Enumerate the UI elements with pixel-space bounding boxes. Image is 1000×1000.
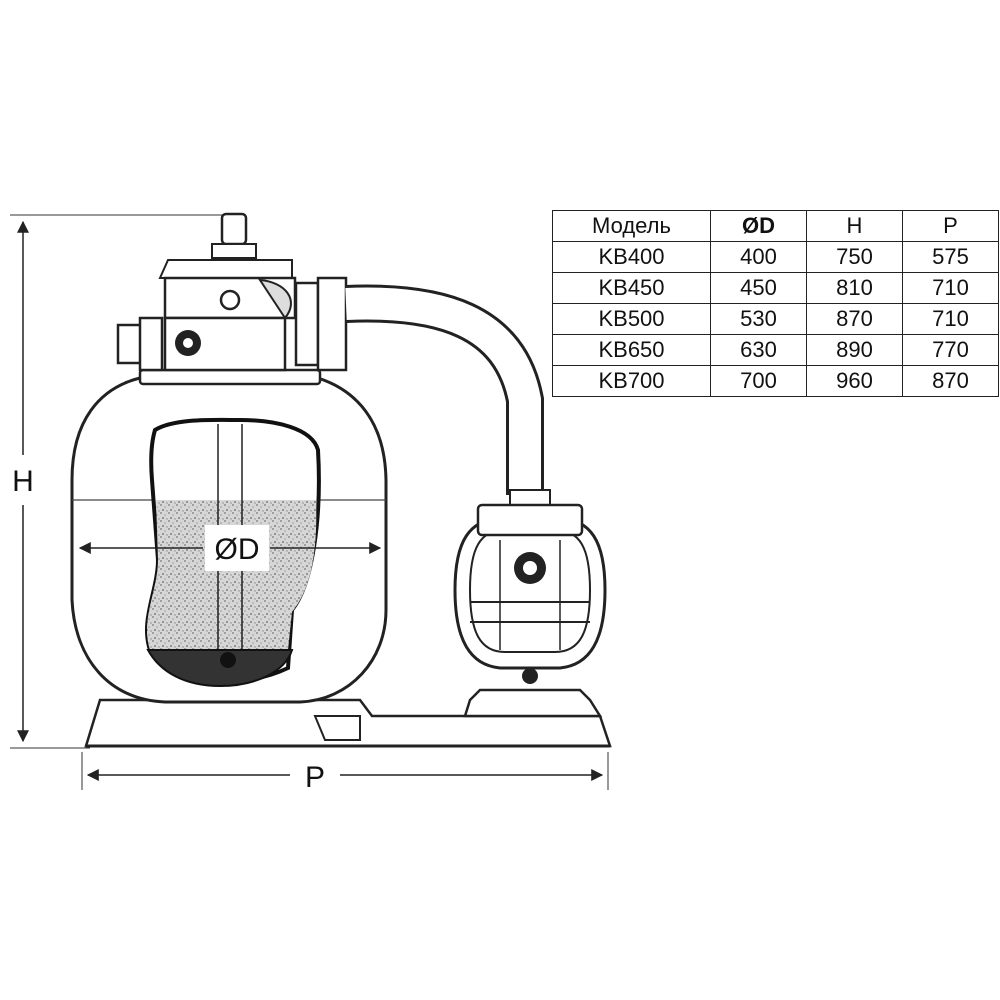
tank-cutaway xyxy=(144,417,321,688)
model-cell: KB650 xyxy=(552,334,711,366)
height-cell: 870 xyxy=(806,303,903,335)
height-cell: 750 xyxy=(806,241,903,273)
model-cell: KB450 xyxy=(552,272,711,304)
diameter-cell: 400 xyxy=(710,241,807,273)
height-cell: 960 xyxy=(806,365,903,397)
base-plate xyxy=(84,698,612,748)
multiport-valve xyxy=(116,212,348,372)
height-cell: 810 xyxy=(806,272,903,304)
column-header-height: H xyxy=(806,210,903,242)
diameter-cell: 530 xyxy=(710,303,807,335)
width-cell: 710 xyxy=(902,303,999,335)
spec-table: Модель ØD H P KB400 400 750 575 KB450 45… xyxy=(552,210,999,397)
model-cell: KB700 xyxy=(552,365,711,397)
sand-media xyxy=(146,500,317,650)
table-row: KB650 630 890 770 xyxy=(552,334,999,366)
model-cell: KB400 xyxy=(552,241,711,273)
diameter-dimension: ØD xyxy=(78,525,382,571)
diameter-cell: 700 xyxy=(710,365,807,397)
pump xyxy=(453,489,607,718)
width-cell: 575 xyxy=(902,241,999,273)
width-cell: 710 xyxy=(902,272,999,304)
spec-table-header-row: Модель ØD H P xyxy=(552,210,999,242)
width-cell: 870 xyxy=(902,365,999,397)
height-dimension: H xyxy=(10,214,232,749)
model-cell: KB500 xyxy=(552,303,711,335)
diameter-label: ØD xyxy=(215,533,260,566)
height-cell: 890 xyxy=(806,334,903,366)
connecting-hose xyxy=(345,284,544,495)
width-cell: 770 xyxy=(902,334,999,366)
height-label: H xyxy=(12,465,34,498)
width-label: P xyxy=(305,761,325,794)
diameter-cell: 450 xyxy=(710,272,807,304)
table-row: KB400 400 750 575 xyxy=(552,241,999,273)
column-header-width: P xyxy=(902,210,999,242)
table-row: KB500 530 870 710 xyxy=(552,303,999,335)
column-header-model: Модель xyxy=(552,210,711,242)
table-row: KB450 450 810 710 xyxy=(552,272,999,304)
column-header-diameter: ØD xyxy=(710,210,807,242)
width-dimension: P xyxy=(81,752,609,794)
table-row: KB700 700 960 870 xyxy=(552,365,999,397)
diameter-cell: 630 xyxy=(710,334,807,366)
